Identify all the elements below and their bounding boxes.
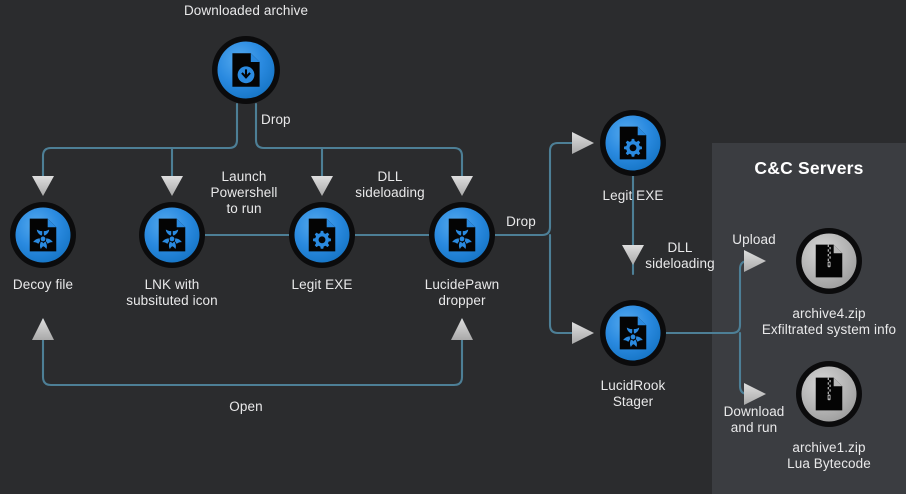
arrowhead-to-legitexe-right <box>572 132 594 154</box>
node-lnk-file[interactable] <box>139 202 205 268</box>
arrowhead-layer <box>32 132 766 405</box>
node-legit-exe-left[interactable] <box>289 202 355 268</box>
arrowhead-open-to-lucidepawn <box>451 318 473 340</box>
arrowhead-legitexe-to-lucidrook <box>622 245 644 265</box>
node-archive1-zip[interactable] <box>796 361 862 427</box>
edge-lucidepawn-down <box>548 233 574 335</box>
arrowhead-to-lucidepawn <box>451 176 473 196</box>
node-decoy-file[interactable] <box>10 202 76 268</box>
arrowhead-to-legitexe <box>311 176 333 196</box>
arrowhead-to-lucidrook <box>572 322 594 344</box>
arrowhead-to-decoy <box>32 176 54 196</box>
edge-archive-stem-left <box>41 102 239 178</box>
edge-archive-stem-right <box>254 102 464 178</box>
node-legit-exe-right[interactable] <box>600 110 666 176</box>
arrowhead-to-archive4 <box>744 250 766 272</box>
edge-lucidepawn-right <box>493 141 574 237</box>
arrowhead-to-lnk <box>161 176 183 196</box>
cc-servers-title: C&C Servers <box>754 158 864 178</box>
arrowhead-to-archive1 <box>744 383 766 405</box>
edge-open-loop <box>41 318 464 387</box>
node-archive4-zip[interactable] <box>796 228 862 294</box>
arrowhead-open-to-decoy <box>32 318 54 340</box>
node-downloaded-archive[interactable] <box>212 36 280 104</box>
cc-servers-panel <box>712 143 906 494</box>
node-lucidepawn-dropper[interactable] <box>429 202 495 268</box>
node-lucidrook-stager[interactable] <box>600 300 666 366</box>
